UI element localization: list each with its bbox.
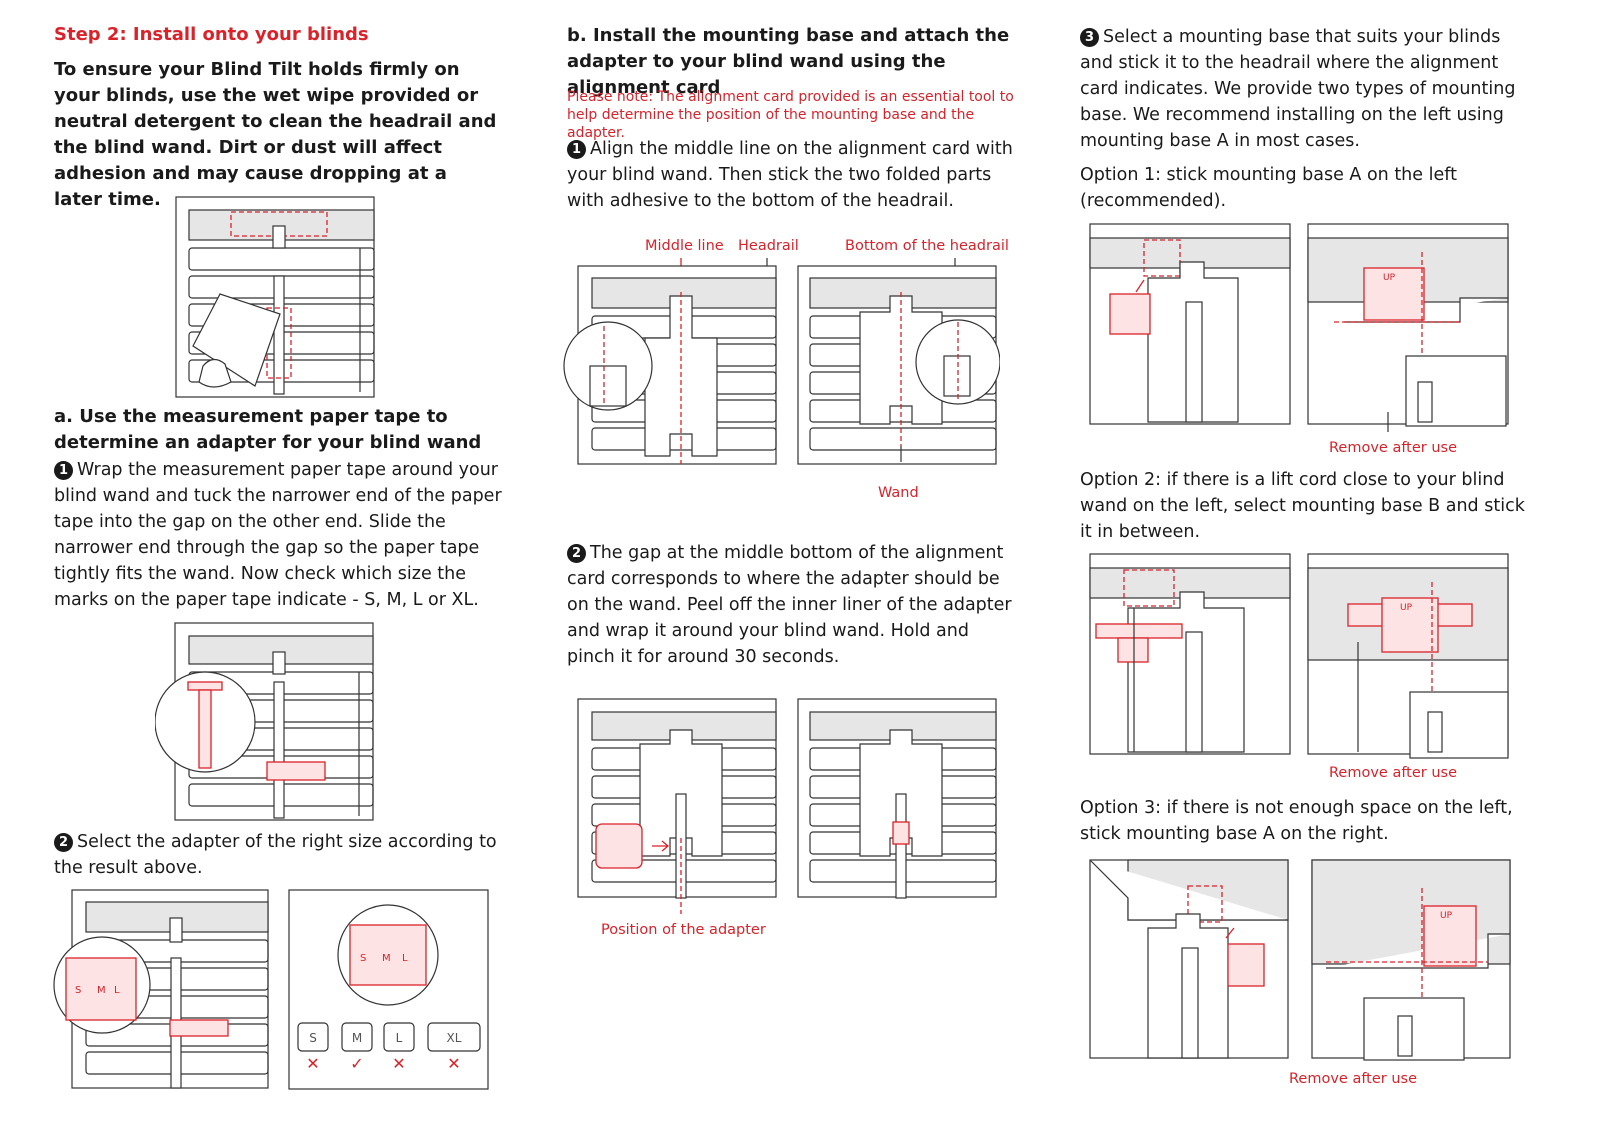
label-position-adapter: Position of the adapter — [601, 922, 766, 938]
intro-text: To ensure your Blind Tilt holds firmly o… — [54, 59, 497, 210]
adapter-install-illustration — [577, 698, 997, 914]
option-2-illustration: UP — [1089, 553, 1509, 759]
adapter-size-xl: XL ✕ — [427, 1022, 481, 1073]
size-selector-illustration: S M L S ✕ M ✓ L ✕ XL ✕ — [288, 889, 489, 1090]
svg-text:XL: XL — [447, 1031, 462, 1045]
alignment-card-illustration — [563, 258, 1000, 465]
tape-mark-m: M — [97, 985, 106, 996]
label-middle-line: Middle line — [645, 238, 724, 254]
step-title: Step 2: Install onto your blinds — [54, 24, 369, 45]
svg-text:L: L — [396, 1031, 403, 1045]
step1-text: Align the middle line on the alignment c… — [567, 139, 1013, 211]
svg-text:S: S — [309, 1031, 317, 1045]
result-cross-icon: ✕ — [306, 1054, 319, 1073]
tape-wrap-illustration — [155, 622, 374, 821]
option-1-text: Option 1: stick mounting base A on the l… — [1080, 165, 1457, 211]
result-check-icon: ✓ — [350, 1054, 363, 1073]
adapter-size-s: S ✕ — [297, 1022, 329, 1073]
tape-mark-m: M — [382, 953, 391, 964]
measure-illustration: S M L — [53, 889, 269, 1089]
tape-mark-s: S — [75, 985, 81, 996]
section-b-title: b. Install the mounting base and attach … — [567, 25, 1010, 98]
step2-text: The gap at the middle bottom of the alig… — [567, 543, 1012, 667]
step3-text: Select a mounting base that suits your b… — [1080, 27, 1516, 151]
result-cross-icon: ✕ — [447, 1054, 460, 1073]
step-number-1: 1 — [567, 140, 586, 159]
result-cross-icon: ✕ — [392, 1054, 405, 1073]
option-2-text: Option 2: if there is a lift cord close … — [1080, 470, 1525, 542]
step-number-2: 2 — [567, 544, 586, 563]
step1-text: Wrap the measurement paper tape around y… — [54, 460, 502, 610]
step-number-1: 1 — [54, 461, 73, 480]
option-3-illustration: UP — [1089, 859, 1511, 1061]
step-number-2: 2 — [54, 833, 73, 852]
option-1-illustration: UP — [1089, 223, 1509, 432]
option-3-text: Option 3: if there is not enough space o… — [1080, 798, 1513, 844]
label-headrail: Headrail — [738, 238, 799, 254]
step-number-3: 3 — [1080, 28, 1099, 47]
adapter-size-m: M ✓ — [341, 1022, 373, 1073]
remove-after-use-2: Remove after use — [1329, 765, 1458, 781]
alignment-note: Please note: The alignment card provided… — [567, 89, 1014, 141]
label-bottom-headrail: Bottom of the headrail — [845, 238, 1009, 254]
cleaning-illustration — [175, 196, 375, 398]
tape-mark-s: S — [360, 953, 366, 964]
tape-mark-l: L — [114, 985, 120, 996]
remove-after-use-1: Remove after use — [1329, 440, 1458, 456]
up-label: UP — [1383, 273, 1396, 283]
label-wand: Wand — [878, 485, 919, 501]
up-label: UP — [1440, 911, 1453, 921]
adapter-size-l: L ✕ — [383, 1022, 415, 1073]
section-a-title: a. Use the measurement paper tape to det… — [54, 406, 482, 453]
step2-text: Select the adapter of the right size acc… — [54, 832, 497, 878]
tape-mark-l: L — [402, 953, 408, 964]
svg-text:M: M — [352, 1031, 362, 1045]
remove-after-use-3: Remove after use — [1289, 1071, 1418, 1087]
up-label: UP — [1400, 603, 1413, 613]
